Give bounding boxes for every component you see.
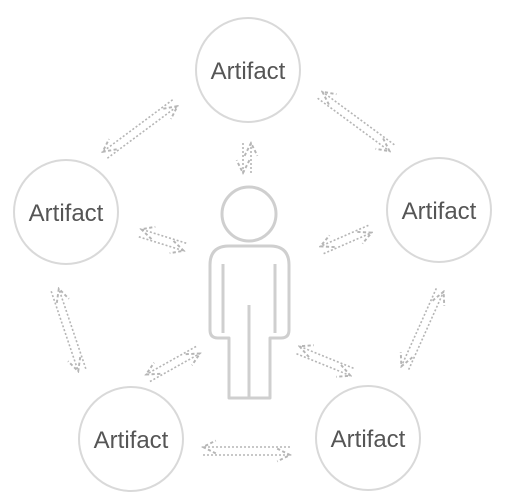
arrow-forward-line bbox=[296, 352, 350, 376]
artifact-node-bottom-left: Artifact bbox=[78, 386, 184, 492]
arrow-person-bottomleft bbox=[146, 347, 200, 382]
artifact-label-bottom-left: Artifact bbox=[94, 427, 169, 454]
arrow-backward-line bbox=[59, 289, 87, 369]
arrow-forward-line bbox=[401, 288, 438, 366]
arrow-top-left bbox=[103, 100, 178, 158]
arrow-backward-line bbox=[300, 346, 354, 370]
arrow-left-bottomleft bbox=[51, 289, 86, 372]
arrow-backward-line bbox=[106, 106, 177, 159]
arrow-backward-line bbox=[322, 92, 395, 146]
arrow-forward-line bbox=[146, 345, 197, 375]
arrow-top-right bbox=[318, 92, 395, 151]
arrow-backward-line bbox=[149, 353, 200, 383]
arrow-forward-line bbox=[138, 237, 184, 251]
artifact-label-bottom-right: Artifact bbox=[331, 426, 406, 453]
person-icon bbox=[208, 185, 291, 400]
artifact-label-top: Artifact bbox=[211, 58, 286, 85]
arrow-right-bottomright bbox=[401, 288, 443, 369]
artifact-node-top: Artifact bbox=[195, 17, 301, 123]
artifact-label-left: Artifact bbox=[29, 200, 104, 227]
arrow-backward-line bbox=[323, 233, 372, 255]
arrow-forward-line bbox=[317, 97, 390, 151]
artifact-label-right: Artifact bbox=[402, 198, 477, 225]
arrow-left-person bbox=[139, 229, 186, 251]
arrow-group bbox=[51, 92, 443, 455]
artifact-node-right: Artifact bbox=[386, 157, 492, 263]
arrow-person-bottomright bbox=[296, 346, 353, 375]
arrow-top-person bbox=[243, 143, 251, 173]
arrow-backward-line bbox=[141, 229, 187, 243]
arrow-forward-line bbox=[50, 291, 78, 371]
arrow-backward-line bbox=[407, 292, 444, 370]
arrow-forward-line bbox=[320, 224, 369, 246]
artifact-node-left: Artifact bbox=[13, 159, 119, 265]
artifact-node-bottom-right: Artifact bbox=[315, 385, 421, 491]
arrow-forward-line bbox=[103, 99, 174, 152]
arrow-bottom bbox=[203, 447, 290, 455]
arrow-right-person bbox=[320, 225, 371, 253]
